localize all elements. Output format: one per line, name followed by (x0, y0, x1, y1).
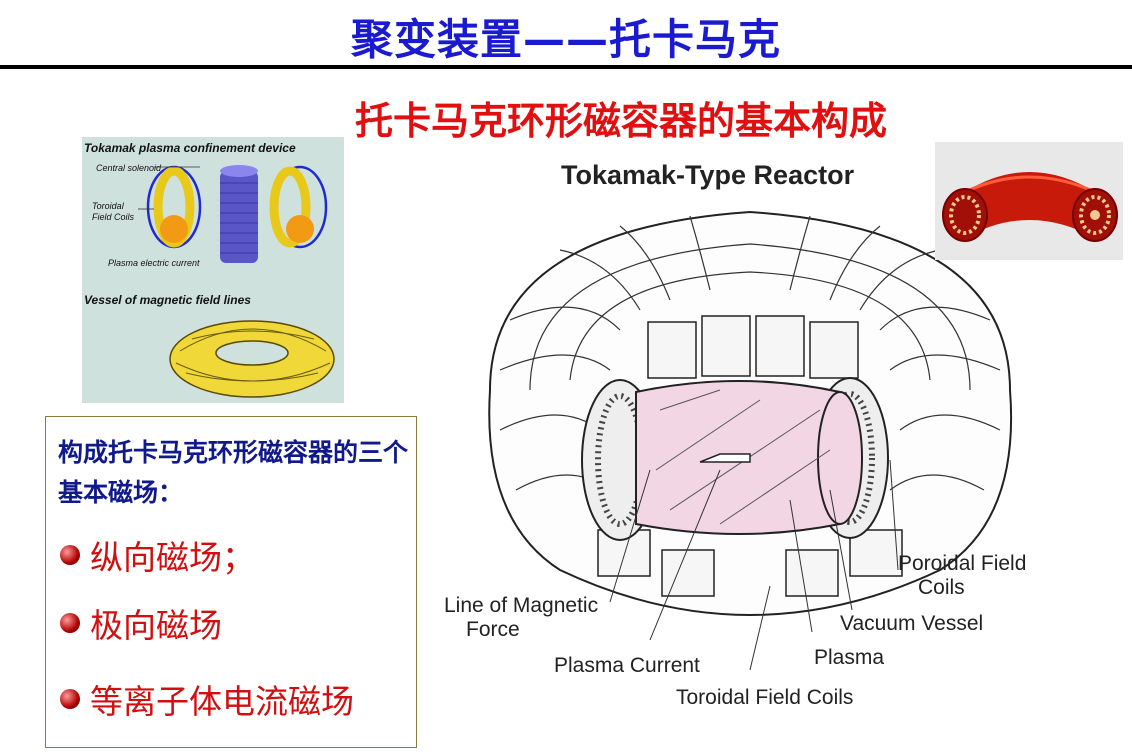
tokamak-reactor-diagram: Tokamak-Type Reactor (444, 160, 1026, 709)
label-plasma-current: Plasma Current (554, 654, 700, 677)
label-toroidal-coils: Toroidal Field Coils (676, 686, 853, 709)
left-coil-group (146, 165, 202, 249)
diagram-title: Tokamak-Type Reactor (561, 160, 855, 190)
page-title: 聚变装置——托卡马克 (350, 15, 781, 64)
toroidal-label-line2: Field Coils (92, 212, 135, 222)
label-poloidal-line2: Coils (918, 576, 965, 599)
magnetic-fields-textbox: 构成托卡马克环形磁容器的三个基本磁场： 纵向磁场； 极向磁场 等离子体电流磁场 (45, 416, 417, 748)
solenoid-label: Central solenoid (96, 163, 162, 173)
bullet-text: 纵向磁场； (90, 538, 255, 577)
vessel-heading: Vessel of magnetic field lines (84, 293, 251, 307)
toroidal-label-line1: Toroidal (92, 201, 124, 211)
label-line-of-force-line1: Line of Magnetic (444, 594, 598, 617)
magnetic-torus (169, 320, 335, 398)
inset-drawing (138, 165, 335, 398)
coil-cable-photo (935, 142, 1123, 260)
bullet-dot-icon (60, 689, 80, 709)
plasma-current-label: Plasma electric current (108, 258, 200, 268)
title-divider (0, 65, 1132, 69)
bullet-text: 极向磁场 (90, 606, 222, 645)
bullet-dot-icon (60, 545, 80, 565)
label-line-of-force-line2: Force (466, 618, 520, 641)
confinement-device-figure: Tokamak plasma confinement device Centra… (82, 137, 344, 403)
bullet-item-plasma-current: 等离子体电流磁场 (60, 675, 354, 723)
plasma-current-arrow-icon (699, 453, 751, 463)
label-plasma: Plasma (814, 646, 884, 669)
bullet-item-toroidal: 纵向磁场； (60, 531, 255, 579)
central-solenoid (220, 165, 258, 263)
textbox-intro: 构成托卡马克环形磁容器的三个基本磁场： (58, 438, 409, 507)
bullet-dot-icon (60, 613, 80, 633)
label-leader-lines (609, 459, 899, 671)
slide-subtitle: 托卡马克环形磁容器的基本构成 (354, 99, 887, 143)
inset-heading: Tokamak plasma confinement device (84, 141, 296, 155)
plasma-region (635, 380, 863, 535)
central-column-blocks (597, 315, 903, 597)
right-coil-group (269, 165, 328, 249)
bullet-text: 等离子体电流磁场 (90, 682, 354, 721)
label-poloidal-line1: Poroidal Field (898, 552, 1026, 575)
bullet-item-poloidal: 极向磁场 (60, 599, 222, 647)
label-vacuum-vessel: Vacuum Vessel (840, 612, 983, 635)
cable-drawing (942, 172, 1118, 242)
